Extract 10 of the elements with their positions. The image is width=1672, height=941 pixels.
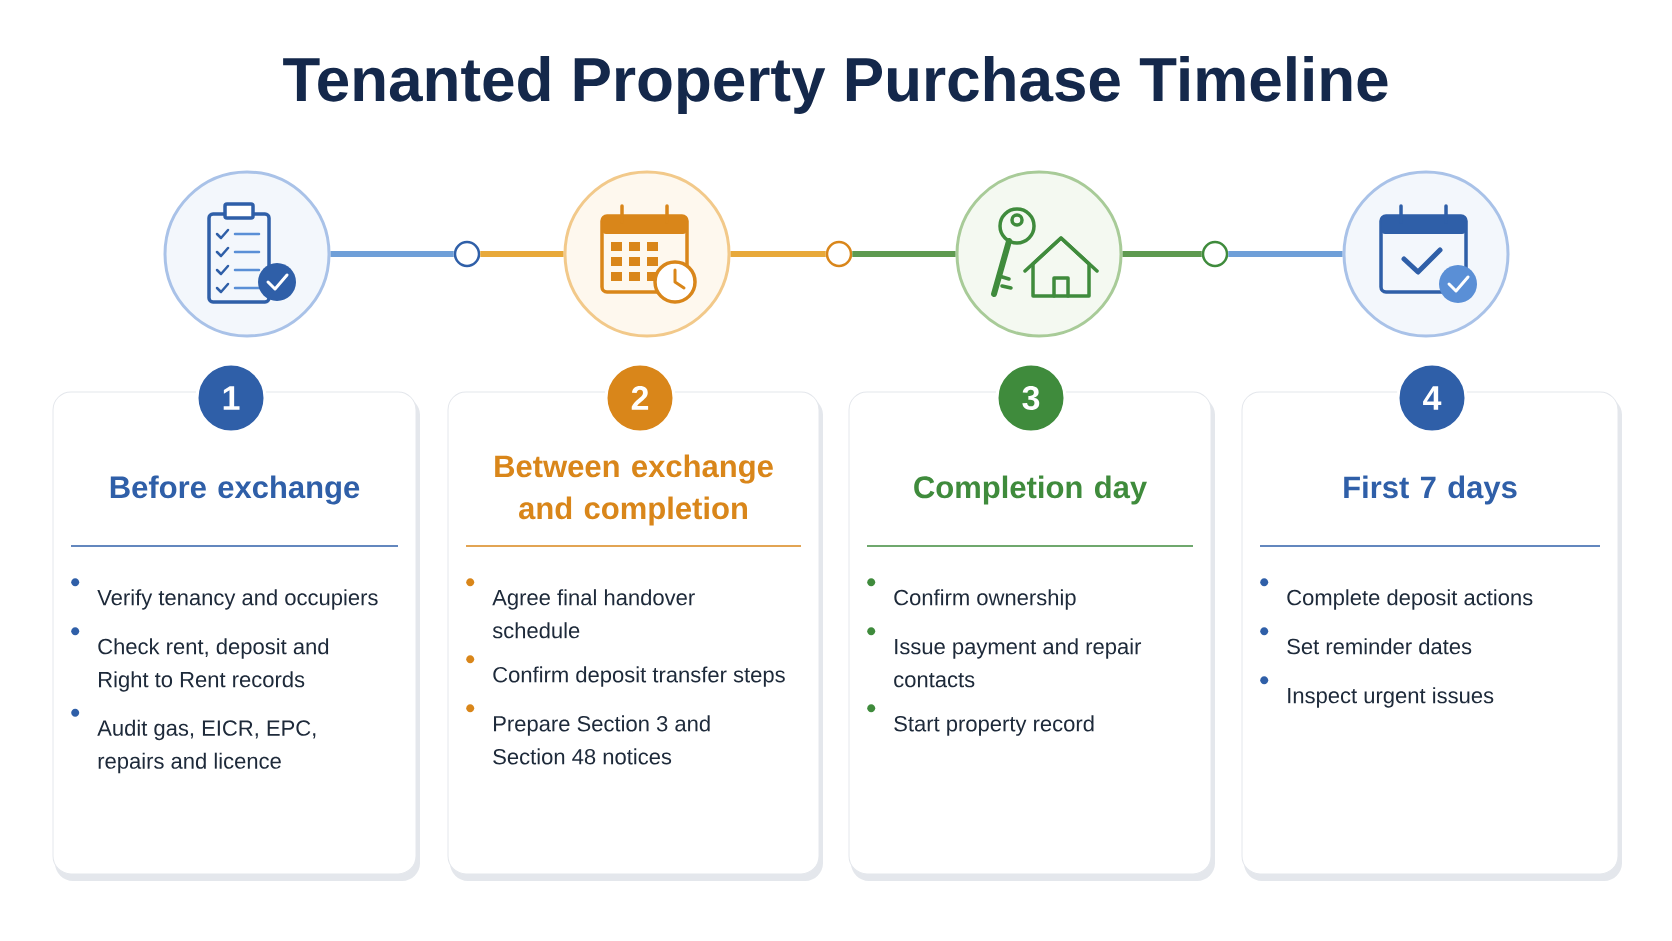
- timeline-line: [730, 251, 826, 257]
- timeline-dot: [453, 240, 481, 268]
- timeline-dot: [1201, 240, 1229, 268]
- timeline-line: [480, 251, 564, 257]
- title: Tenanted Property Purchase Timeline: [283, 56, 1388, 114]
- timeline-line: [1228, 251, 1343, 257]
- timeline-line: [1122, 251, 1202, 257]
- timeline-line: [330, 251, 454, 257]
- timeline-dot: [825, 240, 853, 268]
- timeline-line: [852, 251, 956, 257]
